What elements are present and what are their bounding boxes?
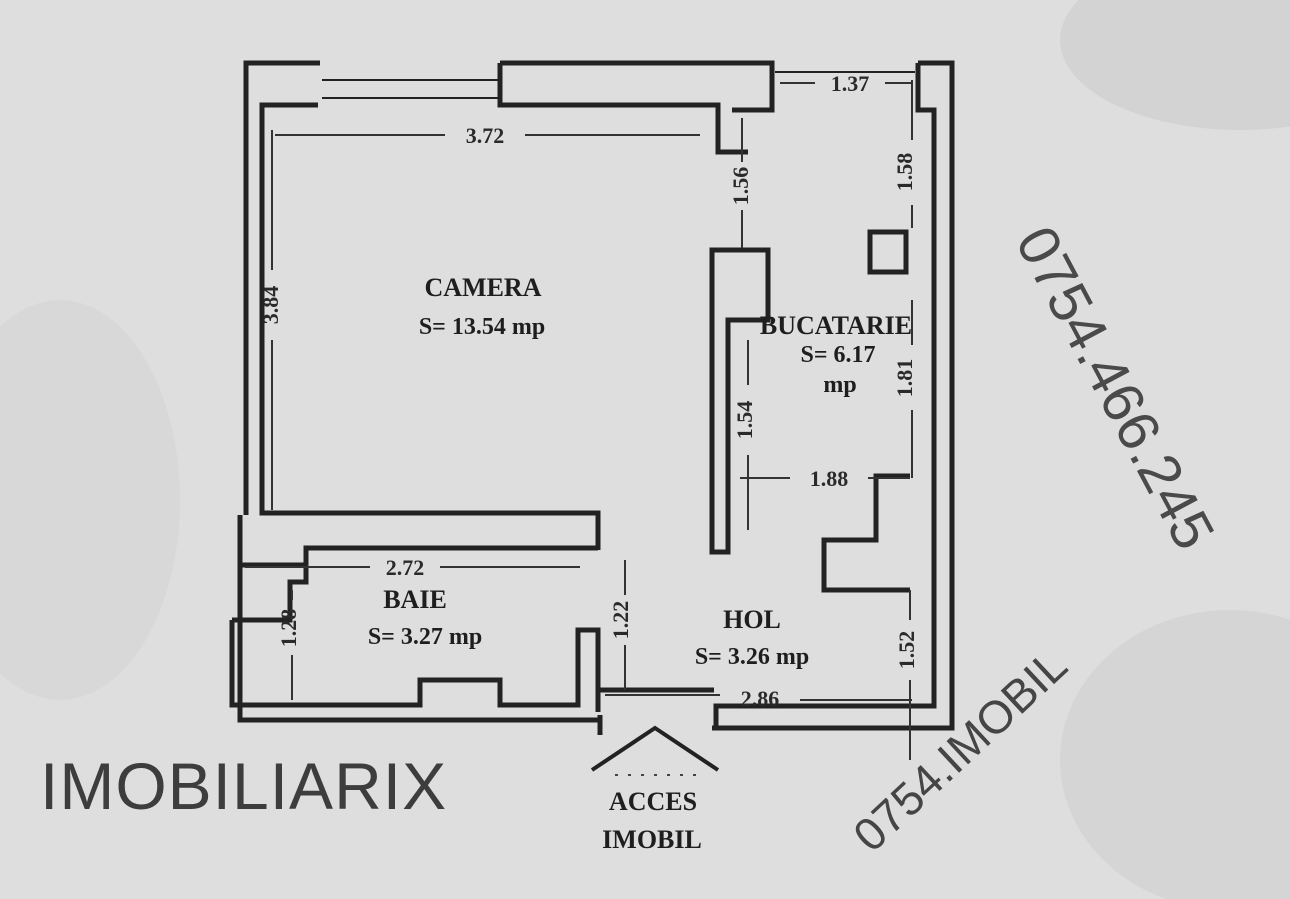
hall-door bbox=[597, 687, 714, 735]
dim-kitchen-inner: 1.54 bbox=[732, 401, 757, 440]
bath-wall-top bbox=[240, 545, 598, 568]
dim-kitchen-right-upper: 1.58 bbox=[892, 153, 917, 192]
dim-kitchen-width: 1.88 bbox=[810, 466, 849, 491]
room-kitchen-name: BUCATARIE bbox=[760, 311, 912, 340]
room-camera-area: S= 13.54 mp bbox=[419, 314, 545, 340]
room-bath-area: S= 3.27 mp bbox=[368, 624, 482, 650]
outer-wall-right-inner bbox=[713, 63, 937, 728]
dim-kitchen-right: 1.81 bbox=[892, 359, 917, 398]
bath-wall-left bbox=[229, 620, 601, 712]
walls bbox=[229, 60, 955, 735]
access-line1: ACCES bbox=[609, 787, 697, 816]
outer-wall-top-mid bbox=[497, 60, 775, 155]
window-camera bbox=[322, 79, 498, 99]
outer-wall-left bbox=[237, 60, 600, 723]
bath-wall-step bbox=[232, 565, 309, 623]
dim-hall-width: 2.86 bbox=[741, 686, 780, 711]
dim-camera-height: 3.84 bbox=[258, 286, 283, 325]
access-line2: IMOBIL bbox=[602, 825, 702, 854]
watermark-brand: IMOBILIARIX bbox=[40, 749, 448, 823]
outer-wall-left-inner bbox=[259, 102, 601, 550]
access-arrow bbox=[590, 725, 720, 772]
dim-niche-height: 1.56 bbox=[728, 167, 753, 206]
partition-wall bbox=[709, 247, 771, 555]
kitchen-step bbox=[821, 473, 910, 593]
kitchen-niche bbox=[867, 229, 909, 275]
dim-bath-height: 1.28 bbox=[276, 609, 301, 648]
room-hall-area: S= 3.26 mp bbox=[695, 644, 809, 670]
dim-kitchen-top: 1.37 bbox=[831, 71, 870, 96]
dim-hall-right: 1.52 bbox=[894, 631, 919, 670]
room-hall-name: HOL bbox=[723, 605, 781, 634]
shadow-blob bbox=[0, 300, 180, 700]
shadow-blob bbox=[1060, 610, 1290, 899]
dimension-lines bbox=[245, 80, 913, 760]
room-camera-name: CAMERA bbox=[425, 273, 542, 302]
room-kitchen-area: S= 6.17 bbox=[800, 342, 875, 368]
dim-hall-left: 1.22 bbox=[608, 601, 633, 640]
room-kitchen-area-unit: mp bbox=[823, 372, 856, 398]
dim-camera-width: 3.72 bbox=[466, 123, 505, 148]
outer-wall-top-right bbox=[712, 60, 955, 731]
dim-bath-width: 2.72 bbox=[386, 555, 425, 580]
room-bath-name: BAIE bbox=[383, 585, 447, 614]
shadow-blob bbox=[1060, 0, 1290, 130]
